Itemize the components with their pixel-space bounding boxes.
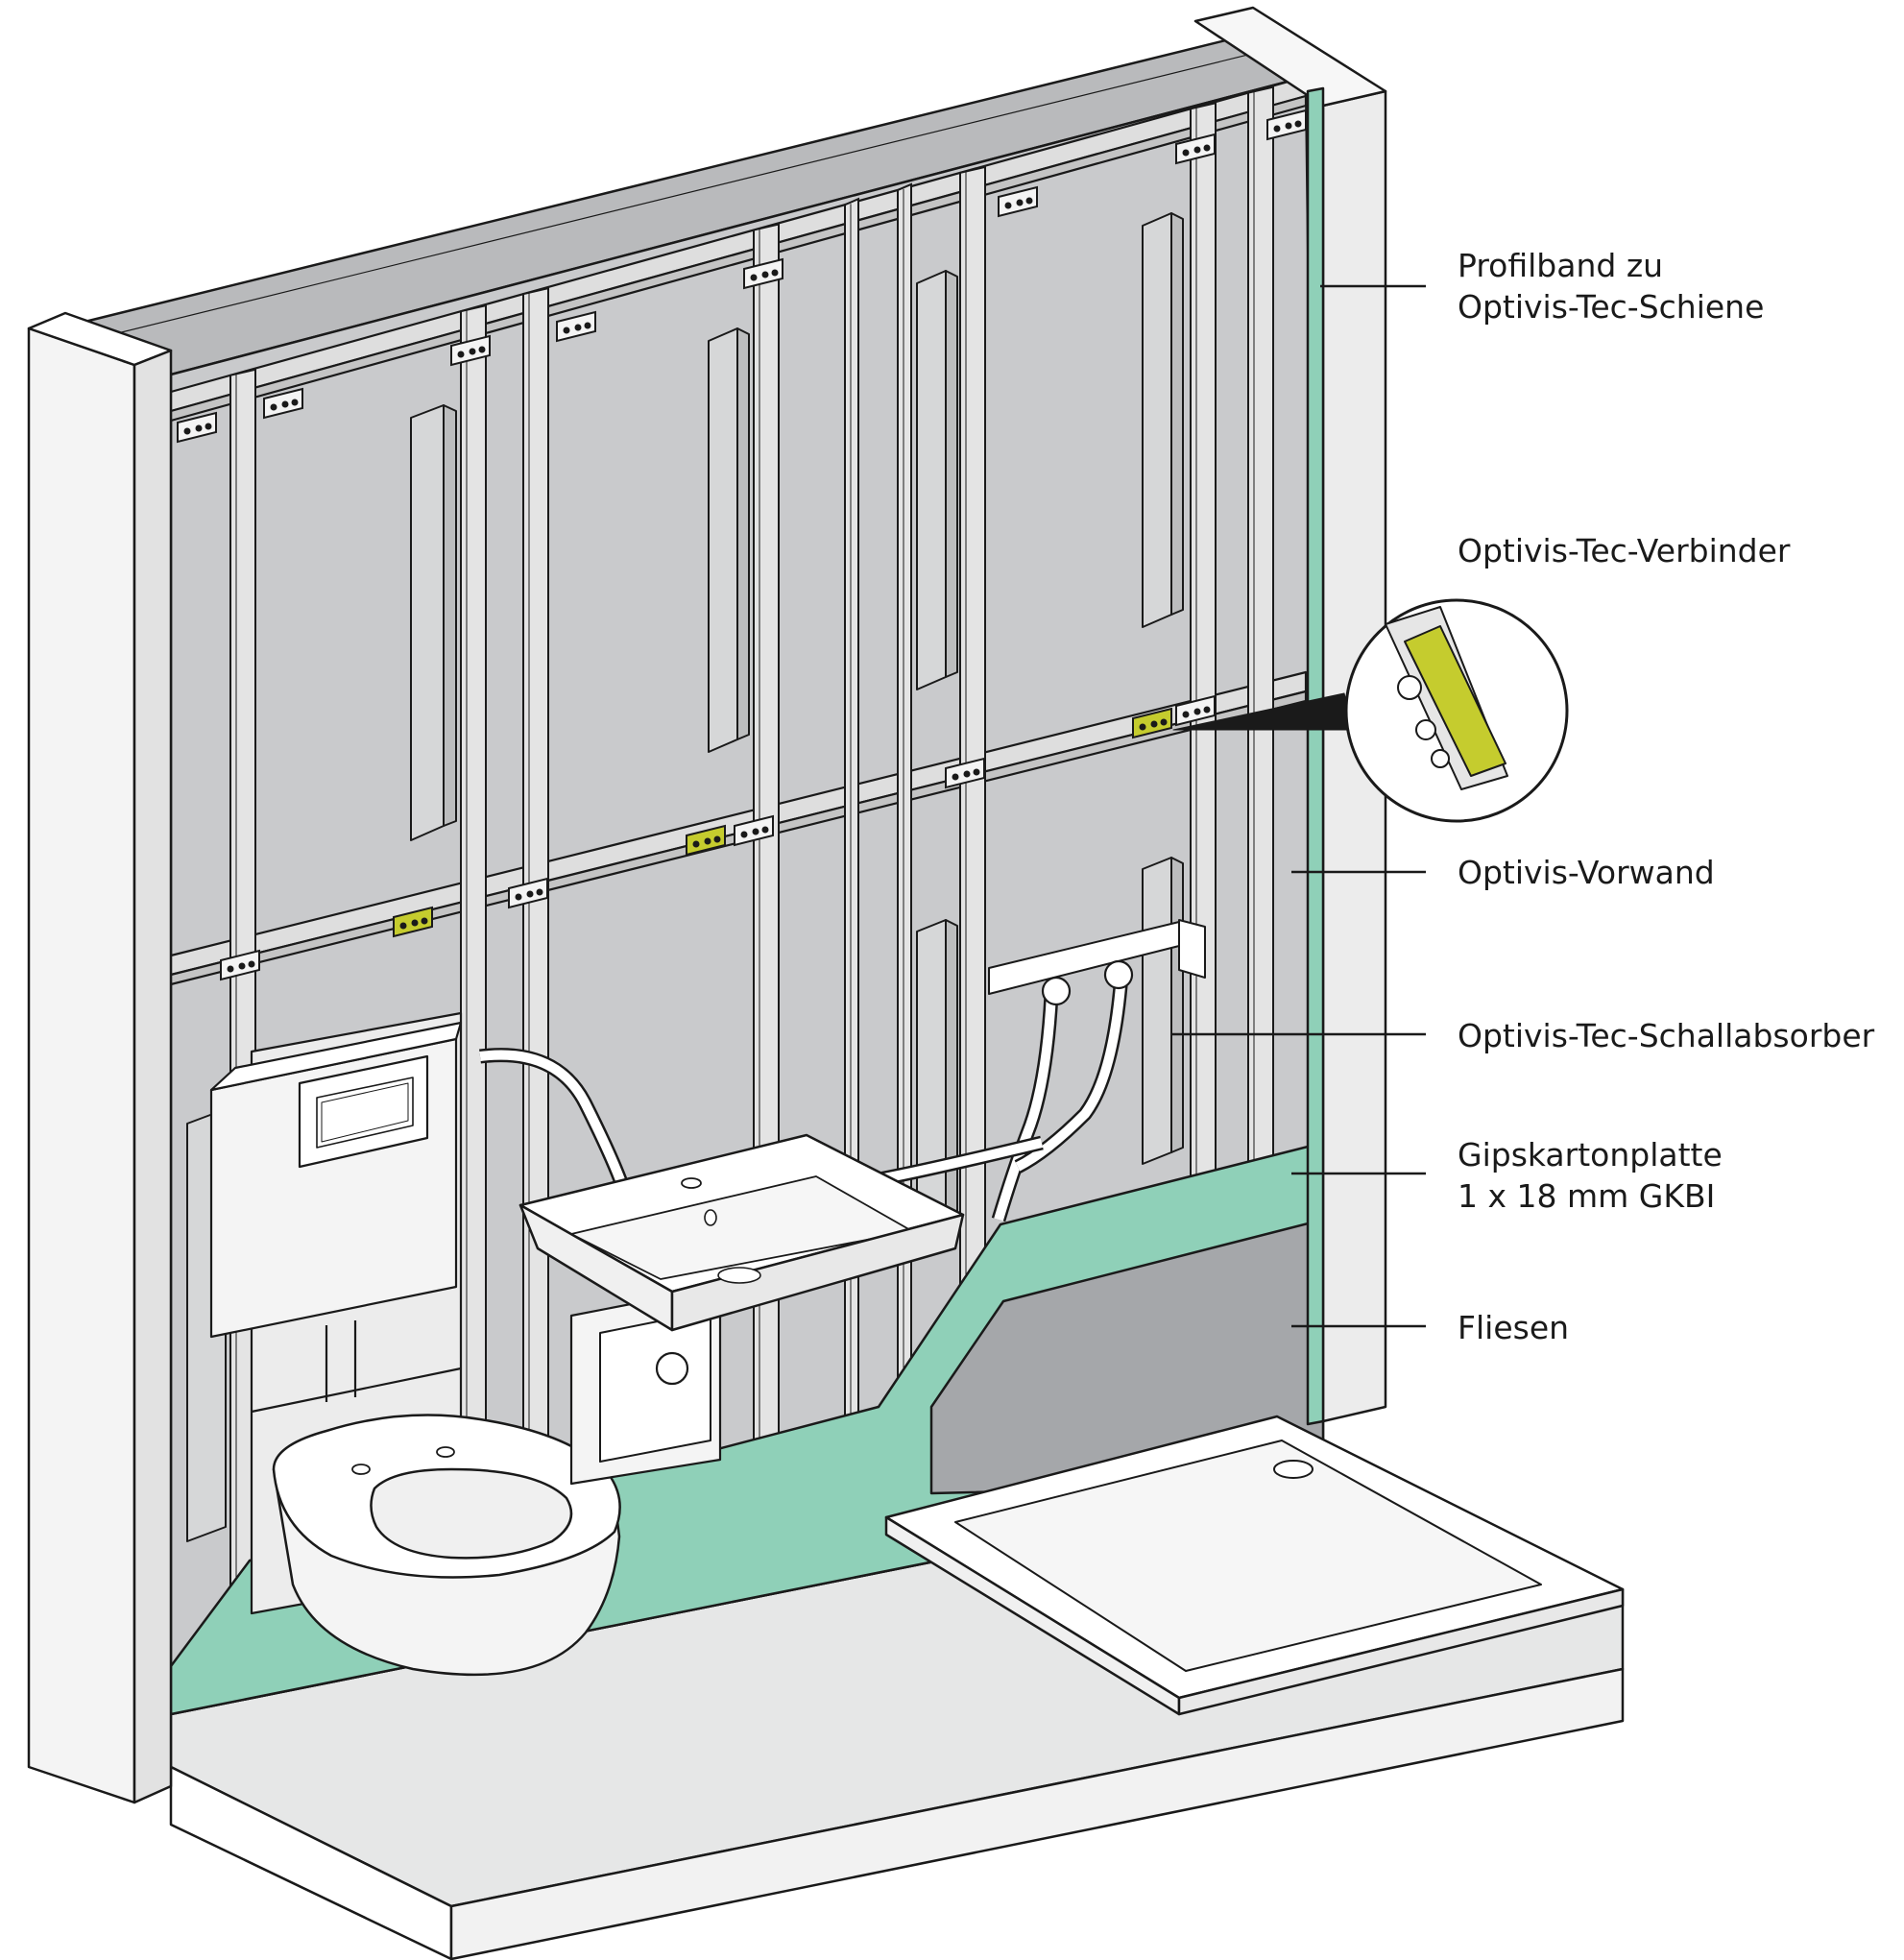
- absorber-lower-right: [1142, 857, 1172, 1165]
- stud-profile: [460, 303, 487, 1551]
- label-fliesen: Fliesen: [1458, 1309, 1569, 1346]
- washbasin-module: [479, 919, 1206, 1486]
- tec-connector: [945, 757, 985, 789]
- label-profilband-line1: Profilband zu: [1458, 247, 1663, 284]
- label-verbinder: Optivis-Tec-Verbinder: [1458, 532, 1791, 569]
- stud-profile: [959, 165, 986, 1441]
- tec-connector: [508, 877, 548, 909]
- label-profilband-line2: Optivis-Tec-Schiene: [1458, 288, 1764, 326]
- tec-connector: [743, 257, 783, 290]
- shower-drain: [1273, 1460, 1314, 1479]
- right-frame: [1193, 6, 1387, 1426]
- tec-connector: [220, 949, 260, 981]
- rail-connectors: [177, 109, 1307, 981]
- left-column-front: [27, 327, 136, 1804]
- tec-connector: [1175, 133, 1216, 165]
- left-column-side: [133, 349, 173, 1804]
- tec-connector: [263, 387, 303, 420]
- label-schallabsorber: Optivis-Tec-Schallabsorber: [1458, 1017, 1875, 1054]
- tec-connector: [177, 411, 217, 444]
- tec-connector-highlighted: [686, 824, 726, 857]
- toilet-seat-opening: [370, 1467, 573, 1560]
- tec-connector: [734, 814, 774, 847]
- leader-lines: [1171, 284, 1426, 1328]
- label-gipskarton-line1: Gipskartonplatte: [1458, 1136, 1723, 1174]
- label-vorwand: Optivis-Vorwand: [1458, 854, 1715, 891]
- label-gipskarton-line2: 1 x 18 mm GKBI: [1458, 1177, 1715, 1215]
- shower-tray-basin: [954, 1440, 1542, 1672]
- right-column-top: [1193, 6, 1387, 108]
- shower-tray: [884, 1415, 1625, 1716]
- profile-band: [1306, 86, 1325, 1426]
- tec-connector: [998, 185, 1038, 218]
- floor-right-edge: [449, 1667, 1625, 1960]
- tec-connector: [1175, 694, 1216, 727]
- left-frame: [27, 311, 173, 1804]
- stud-profile: [522, 286, 549, 1537]
- connector-detail-callout: [1172, 598, 1569, 823]
- tec-connector: [1266, 109, 1307, 141]
- wall-hung-toilet: [272, 1414, 621, 1677]
- labels: Profilband zu Optivis-Tec-Schiene Optivi…: [1458, 247, 1875, 1346]
- tec-connector-highlighted: [1132, 707, 1172, 739]
- sound-absorbers: [186, 212, 1184, 1542]
- tec-connector: [450, 334, 491, 367]
- tec-connector-highlighted: [393, 906, 433, 938]
- tec-connector: [556, 310, 596, 343]
